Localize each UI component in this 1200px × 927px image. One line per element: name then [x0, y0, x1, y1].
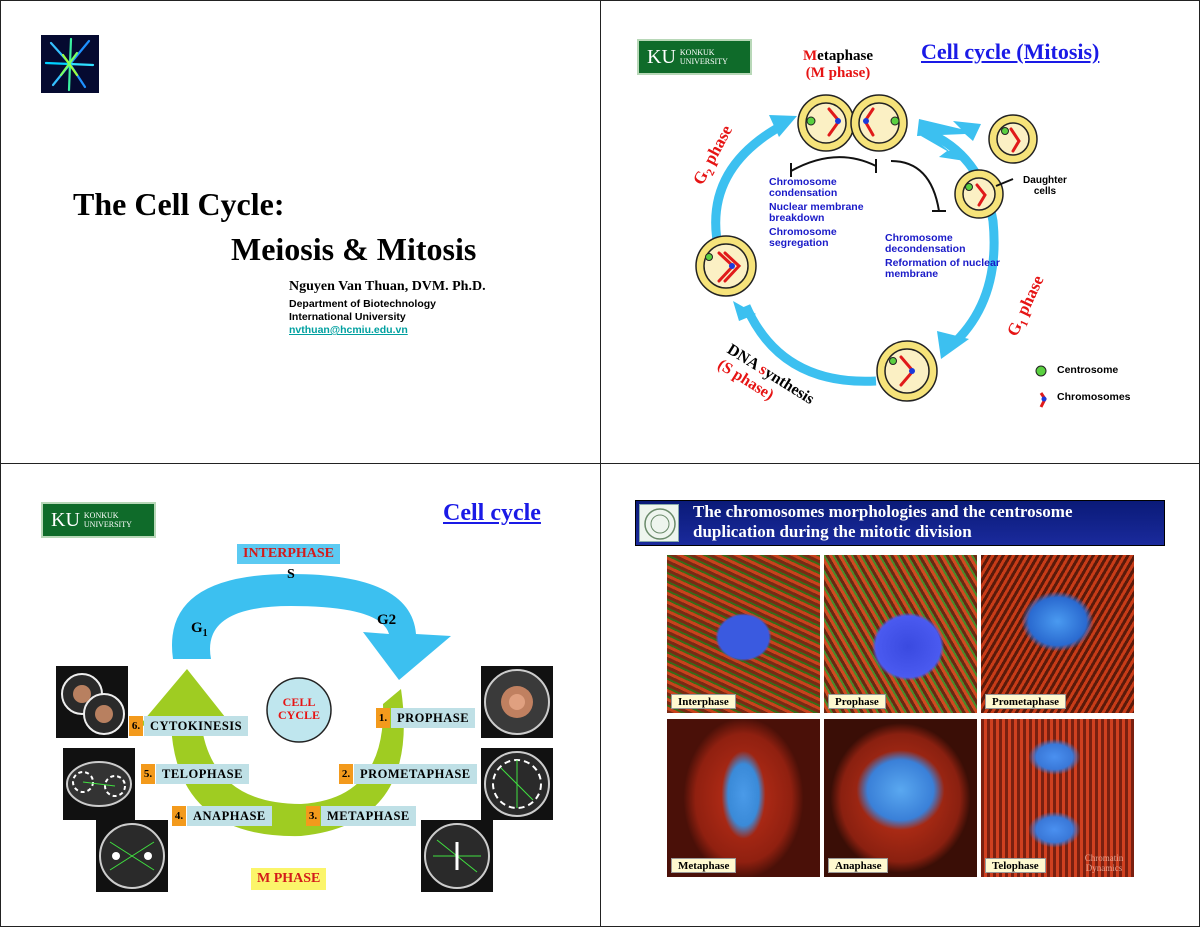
photo-prometaphase: Prometaphase	[980, 554, 1135, 714]
metaphase-label: Metaphase (M phase)	[803, 48, 874, 81]
photo-watermark: Chromatin Dynamics	[1084, 853, 1124, 873]
anaphase-thumbnail	[96, 820, 168, 892]
metaphase-thumbnail	[421, 820, 493, 892]
legend-chromosomes: Chromosomes	[1057, 391, 1131, 403]
university: International University	[289, 311, 406, 323]
slide-title: Cell cycle (Mitosis)	[921, 39, 1100, 64]
phase-cytokinesis: CYTOKINESIS	[144, 716, 249, 736]
daughter-cells-label: Daughter cells	[1023, 175, 1067, 197]
interphase-banner: INTERPHASE	[237, 544, 341, 564]
slide-chromosome-morphologies: The chromosomes morphologies and the cen…	[600, 463, 1200, 927]
event-item: Nuclear membrane breakdown	[769, 201, 864, 224]
cell-thumbnail-image	[41, 35, 99, 93]
photo-interphase: Interphase	[666, 554, 821, 714]
prophase-thumbnail	[481, 666, 553, 738]
slide-title-line1: The chromosomes morphologies and the cen…	[693, 502, 1073, 521]
phase-prophase: PROPHASE	[391, 708, 476, 728]
logo-name1: KONKUK	[679, 48, 715, 57]
phase-metaphase: METAPHASE	[321, 806, 416, 826]
presentation-title-line1: The Cell Cycle:	[73, 186, 285, 222]
legend-centrosome: Centrosome	[1057, 364, 1119, 376]
cell-cycle-wheel	[139, 574, 452, 837]
phase-num-5: 5.	[141, 764, 155, 784]
event-item: Reformation of nuclear membrane	[885, 257, 1000, 280]
phase-telophase: TELOPHASE	[156, 764, 249, 784]
phase-anaphase: ANAPHASE	[187, 806, 272, 826]
author-name: Nguyen Van Thuan, DVM. Ph.D.	[289, 279, 486, 294]
photo-telophase: Chromatin Dynamics Telophase	[980, 718, 1135, 878]
event-item: Chromosome decondensation	[885, 232, 966, 255]
m-phase-banner: M PHASE	[251, 868, 327, 890]
telophase-events-list: Chromosome decondensation Reformation of…	[885, 233, 1010, 280]
photo-metaphase: Metaphase	[666, 718, 821, 878]
phase-num-1: 1.	[376, 708, 390, 728]
phase-num-4: 4.	[172, 806, 186, 826]
event-item: Chromosome segregation	[769, 226, 837, 249]
s-label: S	[287, 567, 295, 582]
prophase-events-list: Chromosome condensation Nuclear membrane…	[769, 177, 879, 249]
event-item: Chromosome condensation	[769, 176, 838, 199]
g2-label: G2	[377, 612, 397, 628]
photo-anaphase: Anaphase	[823, 718, 978, 878]
slide-title-line2: duplication during the mitotic division	[693, 522, 972, 541]
phase-prometaphase: PROMETAPHASE	[354, 764, 477, 784]
phase-num-6: 6.	[129, 716, 143, 736]
prometaphase-thumbnail	[481, 748, 553, 820]
logo-name2: UNIVERSITY	[679, 57, 728, 66]
telophase-thumbnail	[63, 748, 135, 820]
cytokinesis-thumbnail	[56, 666, 128, 738]
slide-title: The Cell Cycle: Meiosis & Mitosis Nguyen…	[0, 0, 601, 464]
photo-prophase: Prophase	[823, 554, 978, 714]
university-seal-icon	[639, 504, 679, 542]
title-banner	[635, 500, 1165, 546]
g1-label: G1	[191, 620, 208, 639]
mitosis-cycle-diagram	[695, 94, 1047, 408]
department: Department of Biotechnology	[289, 298, 437, 310]
presentation-title-line2: Meiosis & Mitosis	[231, 231, 477, 267]
logo-ku: KU	[647, 45, 676, 68]
email-link[interactable]: nvthuan@hcmiu.edu.vn	[289, 324, 408, 336]
slide-title: Cell cycle	[443, 500, 541, 526]
phase-num-2: 2.	[339, 764, 353, 784]
phase-num-3: 3.	[306, 806, 320, 826]
